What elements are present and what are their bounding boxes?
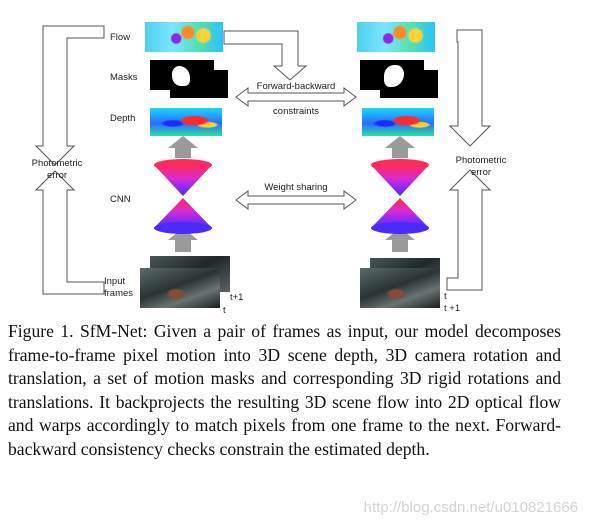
right-photometric-label-line2: error: [470, 167, 492, 178]
left-depth-image: [150, 108, 222, 136]
left-input-to-cnn-arrow: [168, 228, 198, 252]
left-mask-image: [150, 60, 214, 90]
left-photometric-arrow-up: [34, 25, 105, 166]
left-t-label: t: [223, 305, 226, 316]
left-flow-image: [145, 22, 223, 52]
right-photometric-arrow-down: [446, 169, 492, 291]
weight-sharing-arrow: [235, 190, 357, 210]
right-photometric-label-line1: Photometric: [455, 155, 507, 166]
left-photometric-arrow-down: [34, 170, 105, 295]
right-frame-t: [360, 268, 440, 308]
left-photometric-label-line2: error: [46, 170, 68, 181]
flow-to-masks-arrow: [223, 30, 308, 81]
right-depth-image: [362, 108, 434, 136]
forward-backward-label: Forward-backward: [256, 81, 336, 92]
left-frame-t: [140, 268, 220, 308]
input-label-line2: frames: [104, 288, 134, 299]
left-photometric-label-line1: Photometric: [31, 158, 83, 169]
watermark: http://blog.csdn.net/u010821666: [363, 499, 578, 516]
cnn-label: CNN: [110, 194, 131, 205]
left-cnn-to-depth-arrow: [168, 136, 198, 158]
right-flow-image: [357, 22, 435, 52]
right-input-to-cnn-arrow: [385, 228, 415, 252]
right-mask-image: [360, 60, 424, 90]
figure-caption: Figure 1. SfM-Net: Given a pair of frame…: [8, 321, 561, 459]
right-t1-label: t +1: [444, 303, 461, 314]
right-t-label: t: [444, 291, 447, 302]
left-t1-label: t+1: [230, 292, 244, 303]
sfm-net-figure: Flow Masks Depth CNN Input frames Photom…: [31, 22, 507, 316]
right-cnn-to-depth-arrow: [385, 136, 415, 158]
figure-graphics: [34, 25, 492, 295]
depth-label: Depth: [110, 113, 136, 124]
masks-label: Masks: [110, 72, 138, 83]
input-label-line1: Input: [104, 276, 126, 287]
forward-backward-arrow: [235, 87, 357, 107]
left-cnn-cones: [154, 159, 212, 234]
right-cnn-cones: [371, 159, 429, 234]
constraints-label: constraints: [273, 106, 319, 117]
flow-label: Flow: [110, 32, 131, 43]
right-photometric-arrow-up: [448, 29, 492, 147]
weight-sharing-label: Weight sharing: [264, 182, 328, 193]
